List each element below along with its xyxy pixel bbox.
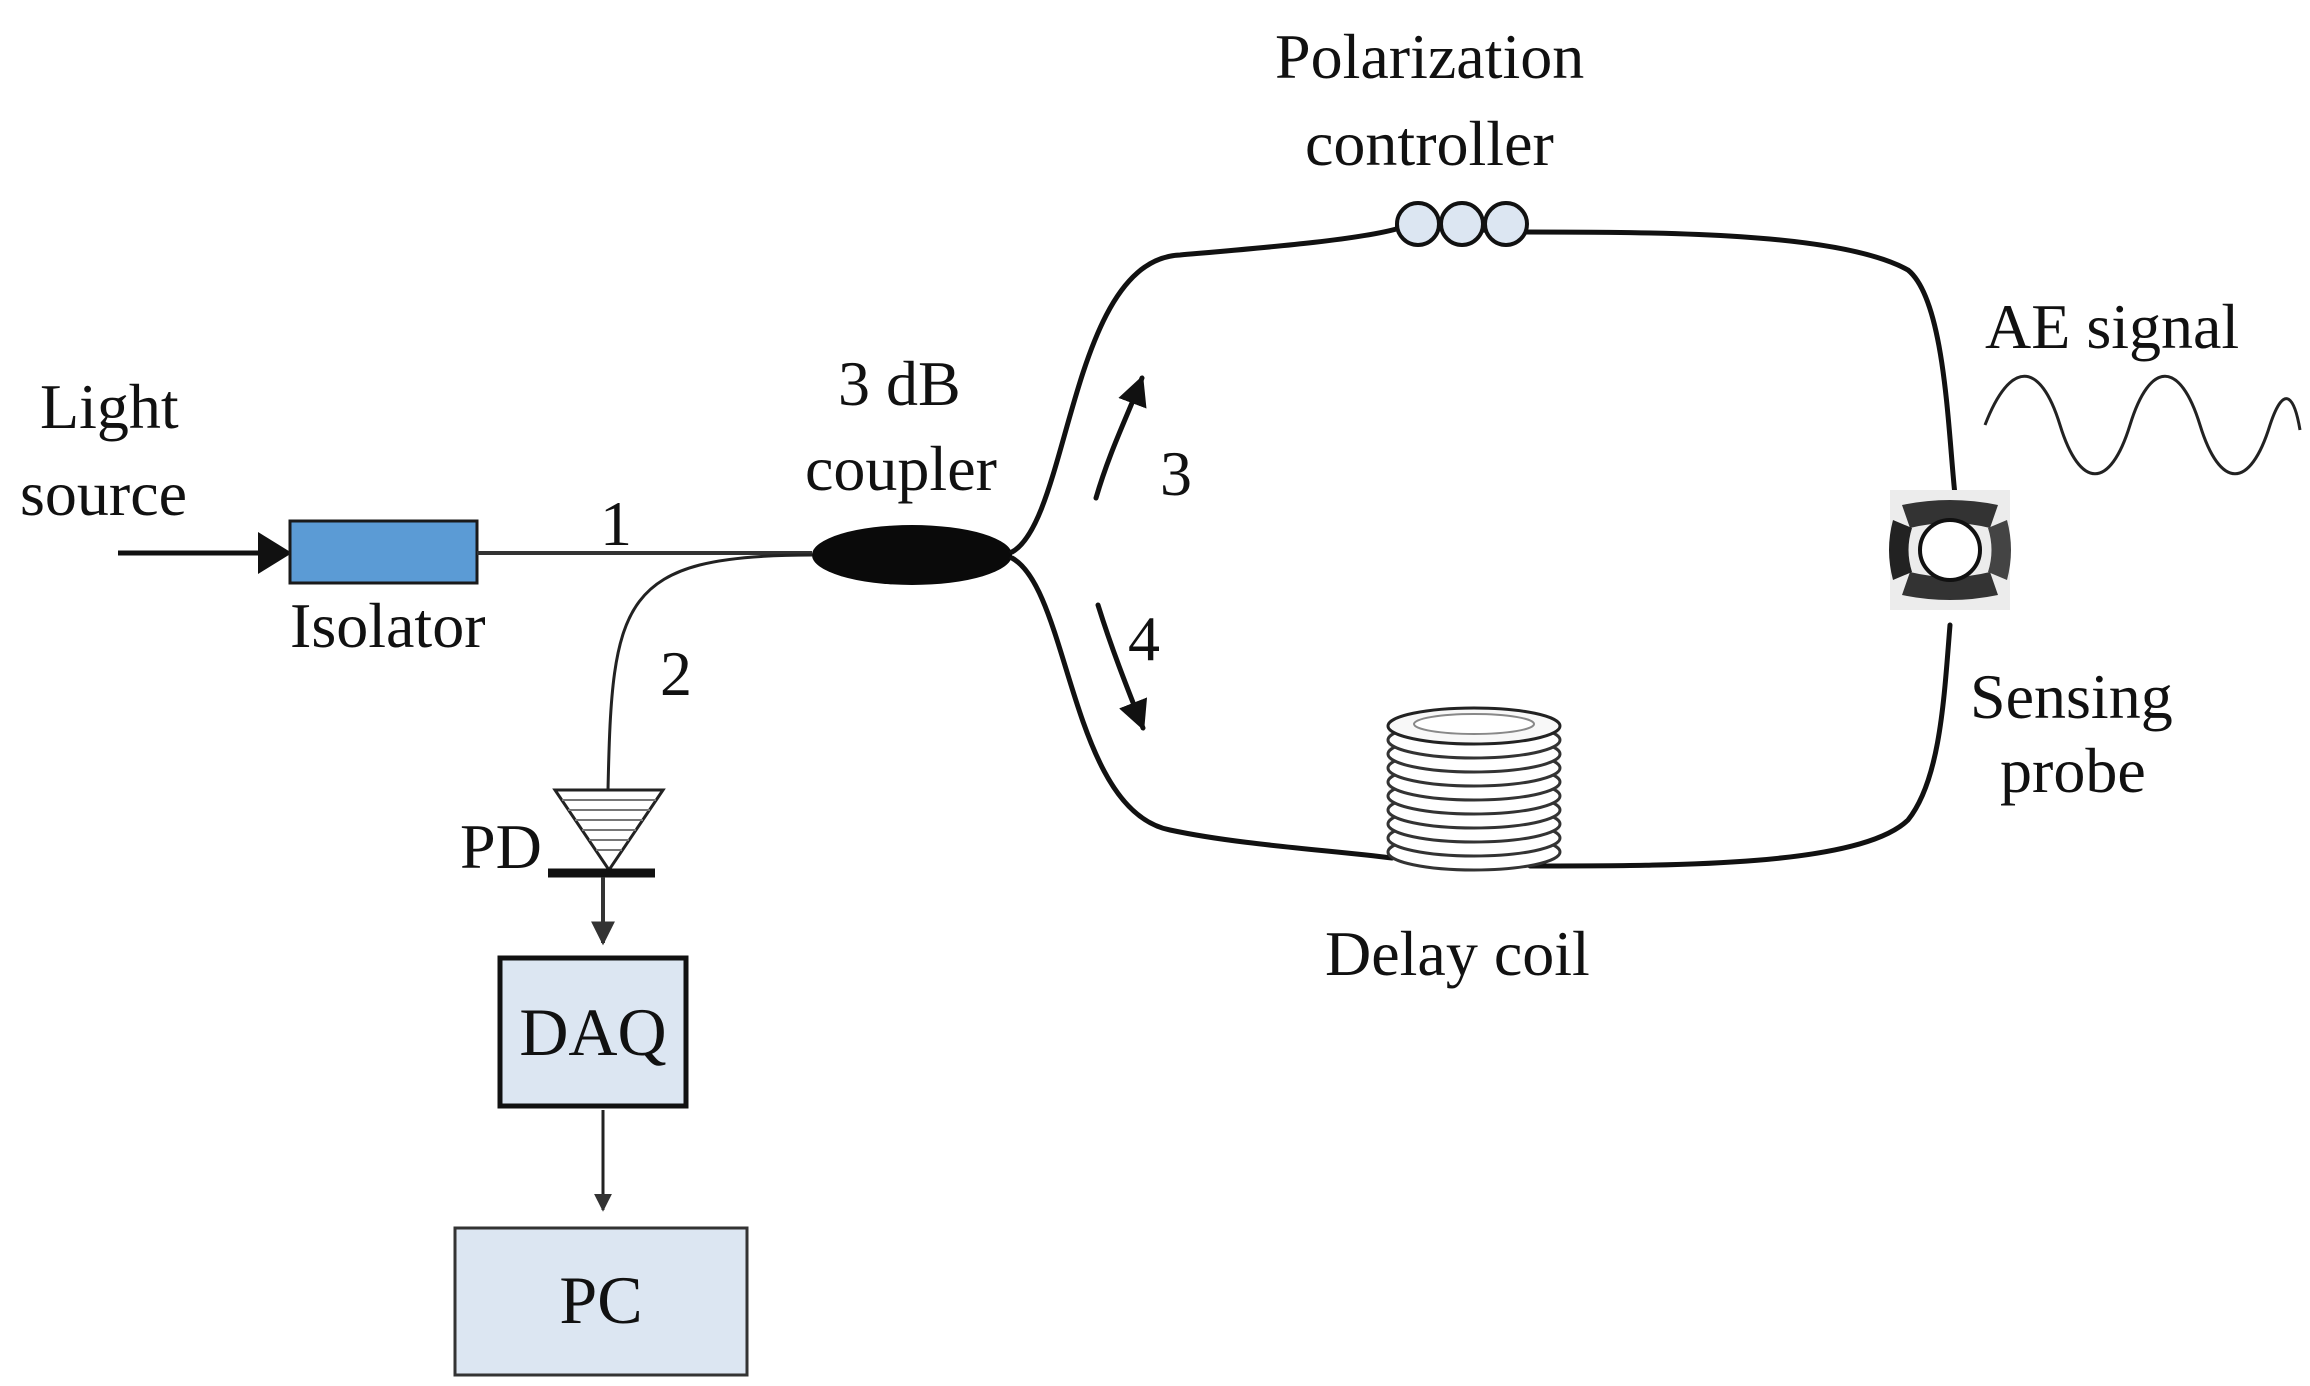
port-4-label: 4 <box>1128 603 1160 674</box>
pd-label: PD <box>460 811 542 882</box>
polarization-label-line2: controller <box>1305 108 1554 179</box>
fiber-loop-upper <box>1009 225 1403 555</box>
fiber-loop-upper-right <box>1517 229 1958 498</box>
coupler-label-line2: coupler <box>805 433 997 504</box>
fiber-loop-lower-right <box>1527 622 1953 869</box>
sine-wave-icon <box>1983 375 2302 475</box>
fiber-port-2 <box>606 553 813 791</box>
polarization-label-line1: Polarization <box>1275 21 1584 92</box>
sensing-probe-icon <box>1889 490 2011 610</box>
daq-box <box>497 955 689 1109</box>
daq-label: DAQ <box>519 994 666 1070</box>
paddle-controller-icon <box>1394 201 1529 247</box>
sensing-probe-label-line1: Sensing <box>1970 661 2173 732</box>
port-3-label: 3 <box>1160 438 1192 509</box>
light-source-label-line2: source <box>20 458 187 529</box>
pc-box <box>453 1226 749 1377</box>
fiber-loop-lower <box>1009 555 1395 861</box>
port-1-label: 1 <box>600 488 632 559</box>
light-source-label-line1: Light <box>40 371 179 442</box>
isolator-label: Isolator <box>290 590 486 661</box>
delay-coil-label: Delay coil <box>1325 918 1590 989</box>
photodiode-icon <box>548 788 666 878</box>
light-source-arrow <box>118 532 292 574</box>
fiber-coil-icon <box>1386 706 1562 872</box>
port-2-label: 2 <box>660 638 692 709</box>
direction-arrow-4 <box>1095 602 1148 731</box>
coupler-label-line1: 3 dB <box>838 348 961 419</box>
ae-signal-label: AE signal <box>1985 291 2239 362</box>
sensing-probe-label-line2: probe <box>2000 735 2146 806</box>
direction-arrow-3 <box>1093 375 1147 501</box>
coupler-body <box>812 525 1012 585</box>
pc-label: PC <box>559 1262 642 1338</box>
isolator-box <box>288 519 479 585</box>
